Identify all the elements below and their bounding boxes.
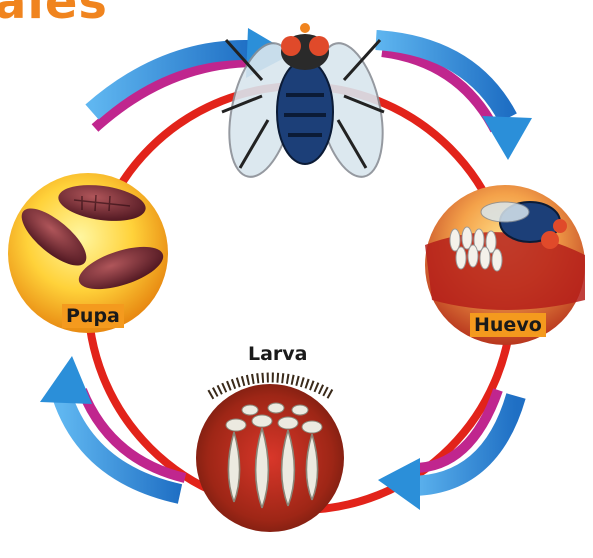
cycle-arrow-bottom-left — [40, 356, 185, 494]
larva-stage — [196, 378, 344, 533]
larva-label: Larva — [244, 342, 312, 366]
pupa-label: Pupa — [62, 304, 124, 328]
huevo-label: Huevo — [470, 313, 546, 337]
cycle-arrow-top-right — [376, 40, 532, 160]
